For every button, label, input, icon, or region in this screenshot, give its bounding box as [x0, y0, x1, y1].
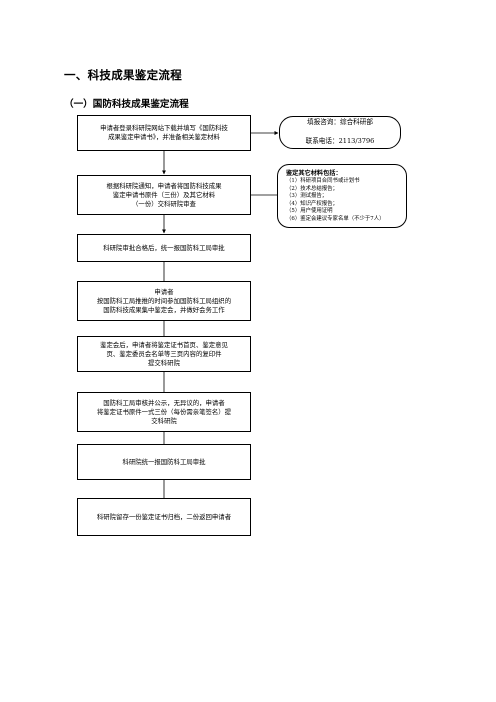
step-6-box: 国防科工局审核并公示，无异议的，申请者 将鉴定证书原件一式三份（每份需亲笔签名）…: [77, 392, 251, 432]
materials-item-1: （1）科研项目合同书或计划书: [286, 178, 360, 184]
section-title: （一）国防科技成果鉴定流程: [64, 99, 189, 110]
materials-item-6: （6）鉴定会建议专家名单（不少于7人）: [286, 215, 385, 222]
step-8-box: 科研院留存一份鉴定证书归档，二份返回申请者: [77, 498, 251, 536]
materials-note: 鉴定其它材料包括： （1）科研项目合同书或计划书 （2）技术总结报告； （3）测…: [277, 164, 407, 228]
page-title: 一、科技成果鉴定流程: [64, 68, 182, 82]
materials-item-4: （4）知识产权报告；: [286, 200, 338, 207]
materials-title: 鉴定其它材料包括：: [286, 170, 342, 177]
materials-item-2: （2）技术总结报告；: [286, 185, 338, 192]
step-2-box: 根据科研院通知，申请者将国防科技成果 鉴定申请书原件（三份）及其它材料 （一份）…: [77, 175, 251, 215]
contact-line-2: 联系电话：2113/3796: [305, 137, 375, 146]
materials-item-5: （5）用户使用证明: [286, 208, 333, 215]
contact-line-1: 填报咨询：综合科研部: [307, 118, 373, 127]
step-7-box: 科研院统一报国防科工局审批: [77, 444, 251, 480]
step-3-box: 科研院审批合格后，统一报国防科工局审批: [77, 234, 251, 262]
materials-item-3: （3）测试报告；: [286, 193, 328, 200]
step-5-box: 鉴定会后，申请者将鉴定证书首页、鉴定意见 页、鉴定委员会名单等三页内容的复印件 …: [77, 336, 251, 372]
step-1-box: 申请者登录科研院网站下载并填写《国防科技 成果鉴定申请书》，并准备相关鉴定材料: [77, 115, 251, 151]
step-4-box: 申请者 按国防科工局推推的时间参加国防科工局组织的 国防科技成果集中鉴定会，并做…: [77, 281, 251, 321]
contact-box: 填报咨询：综合科研部 联系电话：2113/3796: [279, 116, 401, 149]
